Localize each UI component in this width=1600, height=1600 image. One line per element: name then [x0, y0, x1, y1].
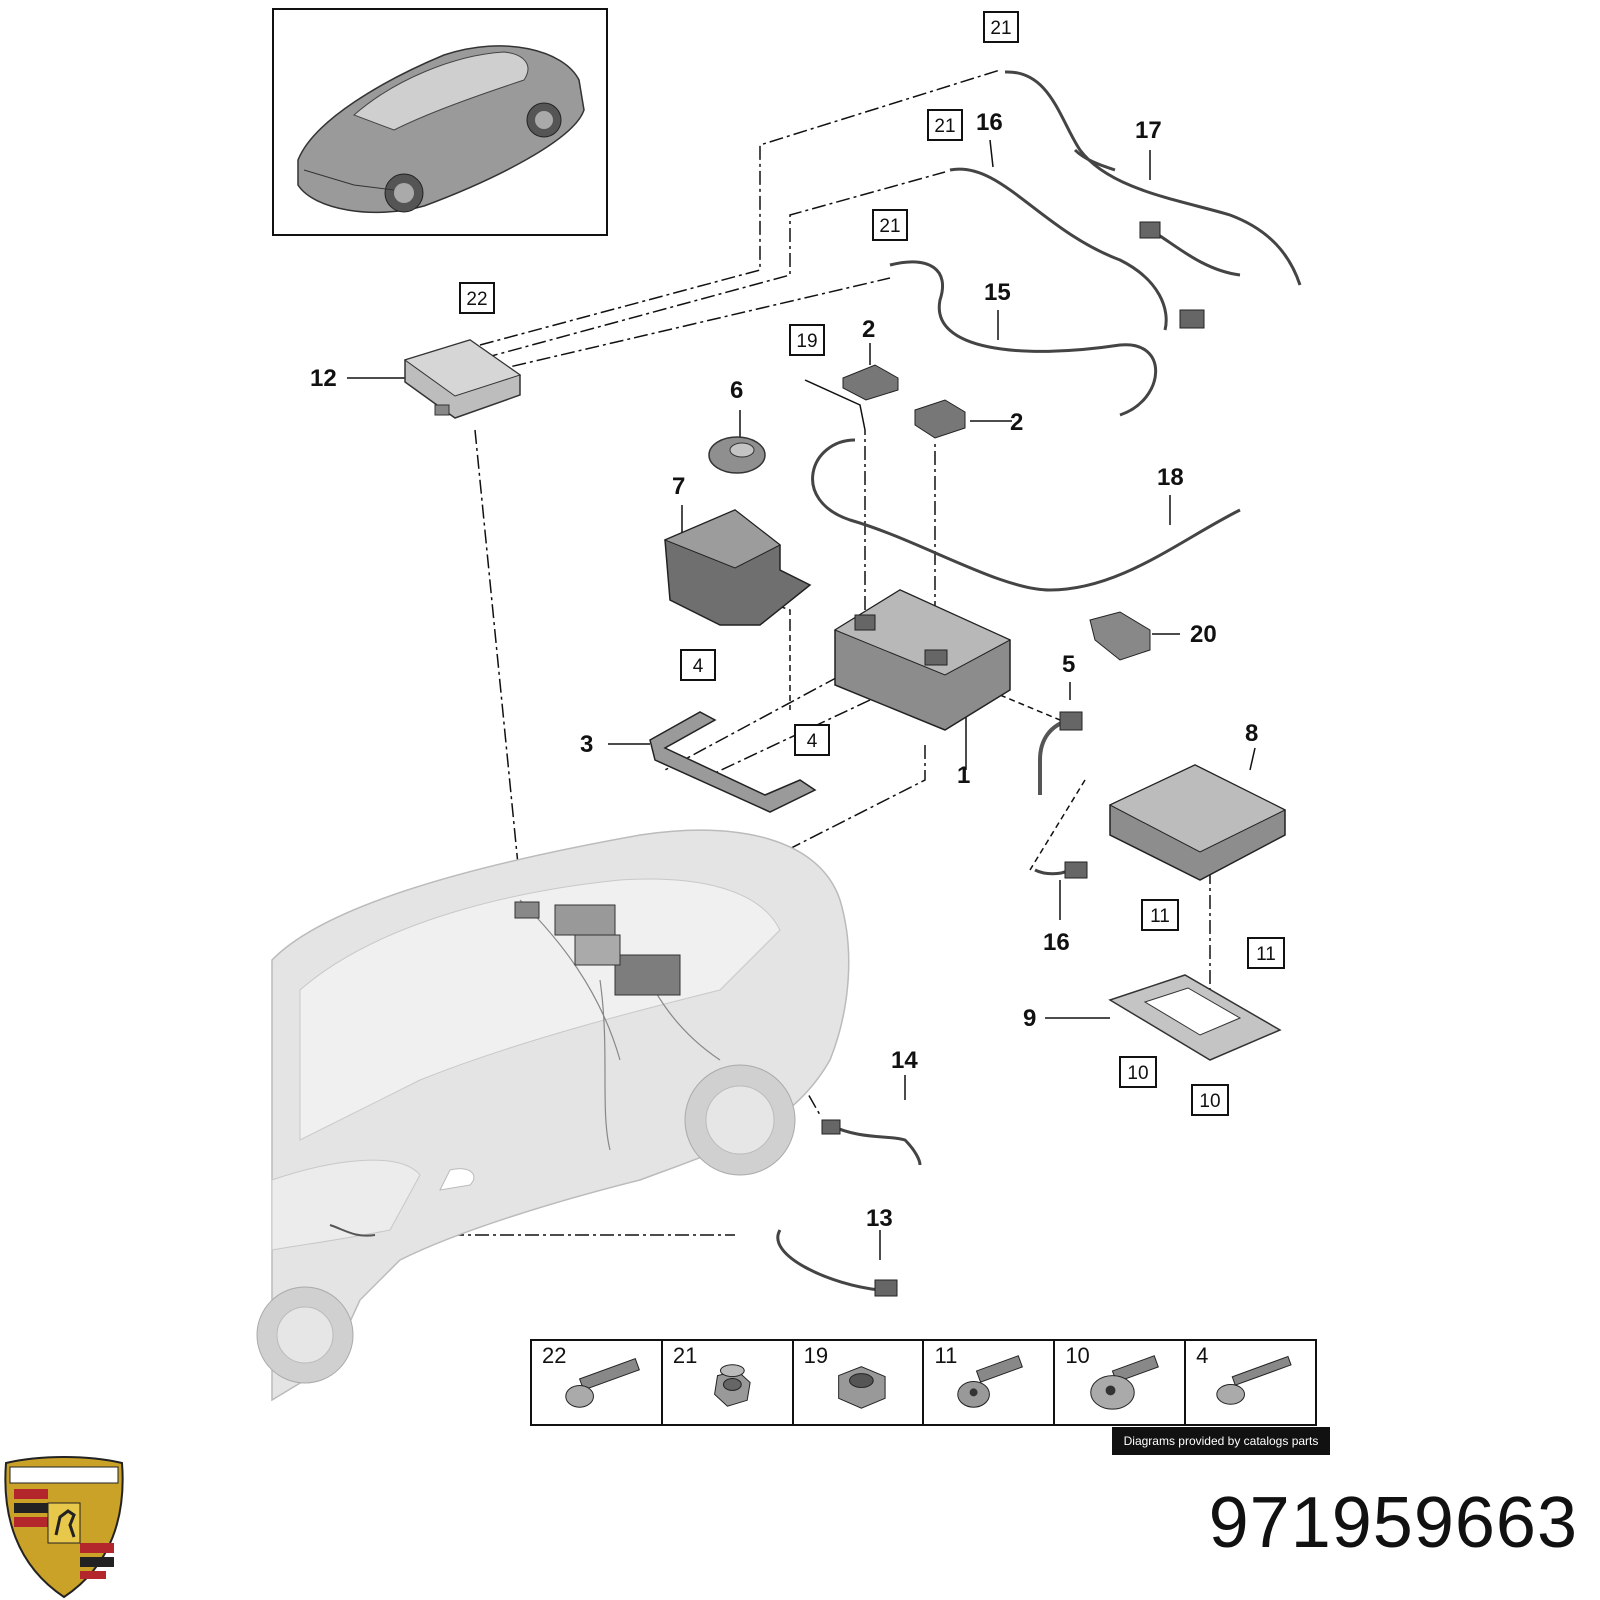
hex-nut-flange-icon — [713, 1364, 751, 1407]
vehicle-thumbnail — [272, 8, 608, 236]
hardware-num: 4 — [1196, 1343, 1209, 1368]
callout-15: 15 — [984, 279, 1011, 306]
callout-5: 5 — [1062, 651, 1075, 678]
part-1-housing — [833, 589, 1012, 731]
callout-16-upper: 16 — [976, 109, 1003, 136]
svg-text:21: 21 — [934, 116, 955, 137]
hardware-cell-11: 11 — [924, 1341, 1056, 1424]
callout-numbers: 12 6 7 2 2 16 17 15 18 20 5 3 1 8 9 16 1… — [310, 109, 1258, 1232]
car-thumbnail-drawing — [297, 45, 585, 214]
part-9-frame — [1108, 974, 1282, 1061]
boxed-references: 21 21 21 22 19 4 4 11 11 10 10 — [459, 11, 1285, 1116]
hardware-num: 11 — [934, 1343, 958, 1368]
bolt-icon — [565, 1357, 640, 1408]
hex-nut-icon — [837, 1366, 886, 1409]
callout-18: 18 — [1157, 464, 1184, 491]
callout-8: 8 — [1245, 720, 1258, 747]
hardware-cell-21: 21 — [663, 1341, 794, 1424]
box-ref-4-left: 4 — [680, 649, 716, 681]
callout-7: 7 — [672, 473, 685, 500]
part-number: 971959663 — [1208, 1483, 1578, 1563]
callout-3: 3 — [580, 731, 593, 758]
vehicle-body-illustration — [256, 829, 850, 1402]
wiring-harnesses — [776, 70, 1302, 1297]
part-8-control-unit — [1108, 764, 1287, 881]
svg-text:4: 4 — [693, 656, 704, 677]
callout-16-lower: 16 — [1043, 929, 1070, 956]
svg-text:19: 19 — [796, 331, 817, 352]
box-ref-21-top: 21 — [983, 11, 1019, 43]
box-ref-21-low: 21 — [872, 209, 908, 241]
part-2-covers — [842, 364, 1151, 661]
svg-text:11: 11 — [1256, 944, 1276, 965]
hardware-cell-4: 4 — [1186, 1341, 1315, 1424]
stud-bolt-icon — [957, 1355, 1024, 1408]
porsche-crest-logo — [4, 1456, 124, 1599]
box-ref-21-mid: 21 — [927, 109, 963, 141]
box-ref-22: 22 — [459, 282, 495, 314]
svg-text:21: 21 — [879, 216, 900, 237]
torx-bolt-icon — [1090, 1355, 1160, 1410]
box-ref-10-left: 10 — [1119, 1056, 1157, 1088]
hardware-table: 22 21 19 11 — [530, 1339, 1317, 1426]
hardware-cell-10: 10 — [1055, 1341, 1187, 1424]
callout-6: 6 — [730, 377, 743, 404]
part-5-sensor — [1038, 711, 1083, 795]
crest-stripes — [14, 1489, 114, 1579]
svg-text:10: 10 — [1127, 1063, 1148, 1084]
svg-text:22: 22 — [466, 289, 487, 310]
callout-9: 9 — [1023, 1005, 1036, 1032]
part-12-module — [403, 339, 522, 419]
callout-13: 13 — [866, 1205, 893, 1232]
hardware-num: 21 — [672, 1343, 698, 1368]
svg-text:11: 11 — [1150, 906, 1170, 927]
diagram-credit: Diagrams provided by catalogs parts — [1112, 1427, 1330, 1455]
callout-1: 1 — [957, 762, 970, 789]
svg-text:10: 10 — [1199, 1091, 1220, 1112]
part-3-bracket — [649, 711, 817, 813]
box-ref-19: 19 — [789, 324, 825, 356]
callout-2-lower: 2 — [1010, 409, 1023, 436]
callout-12: 12 — [310, 365, 337, 392]
box-ref-4-right: 4 — [794, 724, 830, 756]
hardware-num: 10 — [1065, 1343, 1090, 1368]
box-ref-11-left: 11 — [1141, 899, 1179, 931]
svg-text:4: 4 — [807, 731, 818, 752]
hardware-num: 19 — [803, 1343, 829, 1368]
callout-14: 14 — [891, 1047, 918, 1074]
hardware-cell-22: 22 — [532, 1341, 663, 1424]
svg-text:21: 21 — [990, 18, 1011, 39]
callout-20: 20 — [1190, 621, 1217, 648]
hardware-cell-19: 19 — [794, 1341, 925, 1424]
box-ref-10-right: 10 — [1191, 1084, 1229, 1116]
hardware-num: 22 — [542, 1343, 567, 1368]
callout-17: 17 — [1135, 117, 1162, 144]
box-ref-11-right: 11 — [1247, 937, 1285, 969]
callout-2-upper: 2 — [862, 316, 875, 343]
part-6-7 — [663, 436, 812, 626]
screw-icon — [1216, 1355, 1292, 1405]
